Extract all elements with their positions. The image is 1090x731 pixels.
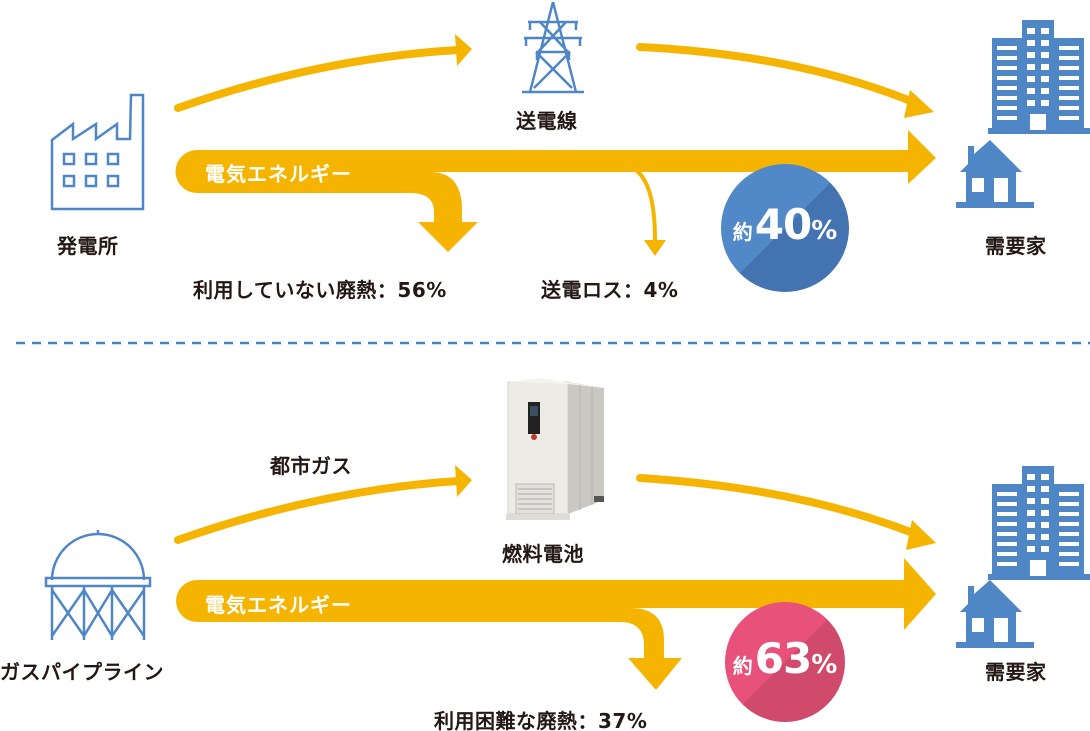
efficiency-unit: % xyxy=(811,216,838,246)
transmission-loss-label: 送電ロス：4% xyxy=(541,278,679,302)
building-icon xyxy=(988,20,1090,134)
house-icon xyxy=(956,140,1034,208)
efficiency-number: 40 xyxy=(754,200,812,249)
electric-energy-band-bottom xyxy=(176,558,936,690)
efficiency-number: 63 xyxy=(754,634,812,683)
arrow-to-transmission xyxy=(174,34,472,112)
efficiency-prefix: 約 xyxy=(732,654,753,678)
band-label-top: 電気エネルギー xyxy=(205,162,352,186)
gas-holder-icon xyxy=(44,530,152,640)
arrow-to-fuel-cell xyxy=(174,465,472,544)
consumer-label-bottom: 需要家 xyxy=(985,660,1047,684)
fuel-cell-image xyxy=(506,378,604,520)
waste-heat-label-top: 利用していない廃熱：56% xyxy=(193,278,447,302)
waste-heat-label-bottom: 利用困難な廃熱：37% xyxy=(434,709,648,731)
arrow-fuel-cell-to-consumer xyxy=(636,474,936,550)
efficiency-unit: % xyxy=(811,650,838,680)
efficiency-circle-63 xyxy=(725,602,845,722)
efficiency-circle-40 xyxy=(721,164,849,292)
power-tower-icon xyxy=(522,1,584,94)
gas-pipeline-label: ガスパイプライン xyxy=(0,660,164,684)
house-icon xyxy=(956,580,1034,648)
factory-icon xyxy=(50,93,145,211)
power-plant-label: 発電所 xyxy=(57,234,119,258)
fuel-cell-label: 燃料電池 xyxy=(502,542,584,566)
city-gas-label: 都市ガス xyxy=(270,454,352,478)
efficiency-prefix: 約 xyxy=(732,220,753,244)
consumer-label-top: 需要家 xyxy=(985,234,1047,258)
transmission-line-label: 送電線 xyxy=(516,109,578,133)
electric-energy-band-top xyxy=(175,130,936,256)
building-icon xyxy=(988,466,1090,580)
band-label-bottom: 電気エネルギー xyxy=(205,593,352,617)
arrow-to-consumer xyxy=(636,43,934,118)
